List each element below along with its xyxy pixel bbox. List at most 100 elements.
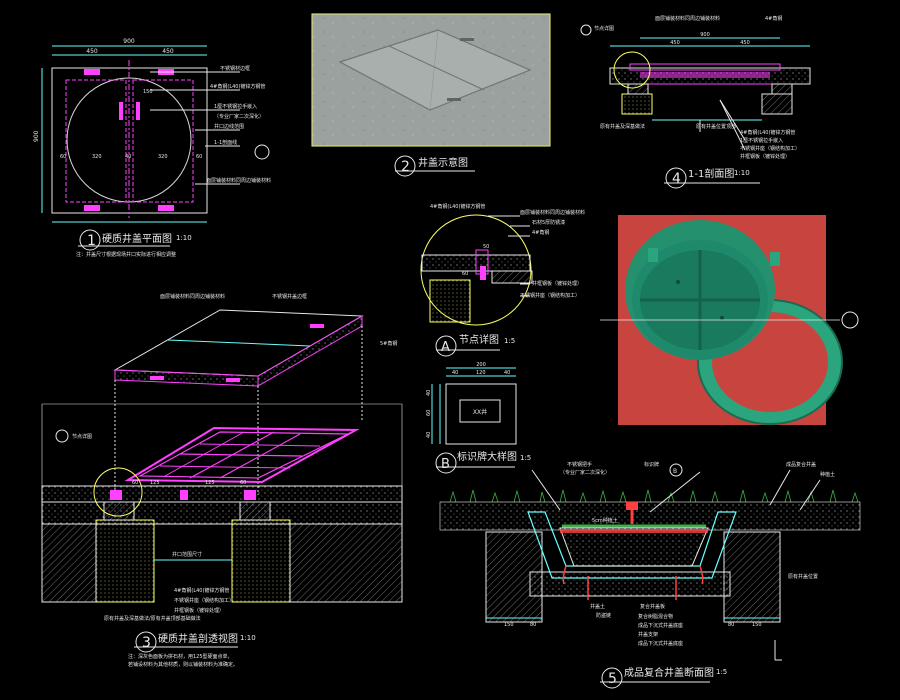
title-3-num: 3 [142, 635, 151, 651]
sec5-label: 防盗链 [596, 612, 611, 619]
sec5-label: 成品下沉式井盖底座 [638, 640, 683, 647]
title-2-num: 2 [401, 159, 410, 175]
detailB-dim: 40 [426, 390, 432, 396]
composite-cover-photo [618, 215, 843, 425]
sec11-ground: 原有井盖位置顶部 [696, 123, 736, 130]
title-bubble-icon [394, 155, 416, 177]
persp-label: 原有井盖及深基做法/原有井盖顶部基础做法 [104, 615, 201, 622]
sec11-label: 不锈钢井座（钢结构加工） [740, 145, 800, 152]
sec11-label: 面层铺装材料同周边铺装材料 [655, 15, 720, 22]
detailA-label: 石材5厚防锈漆 [532, 219, 565, 226]
plan-label: 4#角钢(L40)镀锌方钢管 [210, 83, 265, 90]
detail-B [431, 367, 517, 445]
plan-handle [136, 102, 140, 120]
title-A-label: 节点详图 [459, 333, 499, 346]
plan-dim-side: 900 [33, 130, 40, 142]
sec11-label: 4#角钢(L40)镀锌方钢管 [740, 129, 795, 136]
cover-photo [311, 13, 551, 147]
plan-dim-bot: 60 [60, 154, 66, 160]
sec11-label: 1厘不锈钢拉手嵌入 [740, 137, 783, 144]
sec5-dim: 80 [728, 622, 734, 628]
detailA-label: 4#角钢 [532, 229, 549, 236]
detailB-text: XX井 [473, 408, 487, 416]
title-B-num: B [441, 457, 450, 472]
title-2-label: 井盖示意图 [418, 156, 468, 169]
sec5-callout: B [673, 468, 677, 475]
title-bubble-icon [435, 335, 457, 357]
title-bubble-icon [435, 452, 457, 474]
persp-dim: 125 [150, 480, 160, 486]
plan-note: 注：井盖尺寸根据现场井口实际进行相应调整 [76, 251, 176, 258]
section-5 [439, 463, 861, 661]
callout-A-icon [580, 24, 592, 36]
section-marker-icon [254, 144, 270, 160]
plan-dim-bot: 60 [196, 154, 202, 160]
plan-dim-half: 450 [86, 48, 98, 55]
section-marker-icon [841, 311, 859, 329]
title-5-num: 5 [608, 671, 617, 687]
title-3-label: 硬质井盖剖透视图 [158, 632, 238, 645]
callout-A-icon [55, 429, 69, 443]
plan-inner-frame-right [132, 79, 194, 203]
persp-label: 5#角钢 [380, 340, 397, 347]
sec11-left: 原有井盖及深基做法 [600, 123, 645, 130]
plan-label: 1-1剖面线 [214, 139, 237, 146]
sec5-label: 种植土 [820, 471, 835, 478]
detailB-dim: 40 [452, 370, 458, 376]
perspective-view [41, 309, 403, 603]
sec11-callout: 节点详图 [594, 25, 614, 32]
title-1-num: 1 [87, 233, 96, 249]
persp-label: 不锈钢井盖边框 [272, 293, 307, 300]
title-4-label: 1-1剖面图 [688, 167, 734, 180]
sec11-label: 4#角钢 [765, 15, 782, 22]
title-bubble-icon [79, 229, 101, 251]
detailB-dim: 200 [476, 362, 486, 368]
plan-dim-bot: 320 [158, 154, 168, 160]
plan-dim-half: 450 [162, 48, 174, 55]
sec5-label: 成品下沉式井盖底座 [638, 622, 683, 629]
sec11-label: 井框钢板（镀锌处理） [740, 153, 790, 160]
title-4-num: 4 [672, 171, 681, 187]
sec5-label: 复合井盖板 [640, 603, 665, 610]
plan-handle [119, 102, 123, 120]
plan-grip [158, 205, 174, 211]
detailB-dim: 40 [426, 432, 432, 438]
plan-dim-bot: 320 [92, 154, 102, 160]
sec5-label: 复合树脂混合物 [638, 613, 673, 620]
sec5-label: 不锈钢把手 [567, 461, 592, 468]
sec5-label: 井盖支架 [638, 631, 658, 638]
persp-label: 不锈钢井座（钢结构加工） [174, 597, 234, 604]
plan-label: （专业厂家二次深化） [214, 113, 264, 120]
title-bubble-icon [665, 167, 687, 189]
grass-icon [449, 489, 859, 503]
persp-label: 面层铺装材料同周边铺装材料 [160, 293, 225, 300]
title-B-label: 标识牌大样图 [457, 450, 517, 463]
title-A-num: A [441, 340, 450, 355]
plan-grip [84, 205, 100, 211]
persp-callout: 节点详图 [72, 433, 92, 440]
sec5-dim: 80 [530, 622, 536, 628]
detailA-label: 面层铺装材料同周边铺装材料 [520, 209, 585, 216]
plan-view [41, 45, 270, 223]
title-A-scale: 1:5 [504, 337, 515, 345]
sec11-dim: 450 [670, 40, 680, 46]
plan-dim-mid: 150 [143, 89, 153, 95]
detailB-dim: 120 [476, 370, 486, 376]
persp-dim: 60 [132, 480, 138, 486]
persp-note: 若铺设材料为其他材质，则以铺装材料为准确定。 [128, 661, 238, 668]
persp-dim: 60 [240, 480, 246, 486]
section-1-1 [609, 37, 811, 151]
detailA-label: 井框钢板（镀锌处理） [532, 280, 582, 287]
sec5-dim: 150 [752, 622, 762, 628]
title-1-scale: 1:10 [176, 234, 192, 242]
title-4-scale: 1:10 [734, 169, 750, 177]
title-bubble-icon [135, 631, 157, 653]
title-bubble-icon [601, 667, 623, 689]
title-1-label: 硬质井盖平面图 [102, 232, 172, 245]
detailA-dim: 60 [462, 271, 468, 277]
sec11-dim: 450 [740, 40, 750, 46]
sec5-label: 5cm种植土 [592, 517, 618, 524]
title-5-label: 成品复合井盖断面图 [624, 666, 714, 679]
sec5-label: 原有井盖位置 [788, 573, 818, 580]
